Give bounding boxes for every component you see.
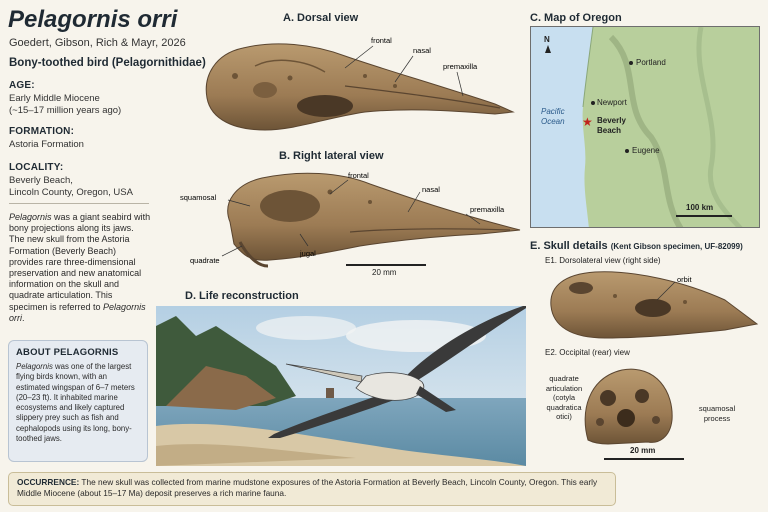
age-label: AGE:	[9, 80, 35, 91]
label-premaxilla: premaxilla	[443, 62, 478, 71]
occipital-skull-figure	[584, 368, 673, 445]
formation-value: Astoria Formation	[9, 139, 84, 150]
life-reconstruction-illustration	[156, 306, 526, 466]
north-arrow: N	[544, 35, 550, 44]
page-title: Pelagornis orri	[8, 6, 178, 33]
city-newport: Newport	[597, 98, 627, 107]
label-jugal: jugal	[299, 249, 316, 258]
locality-label: LOCALITY:	[9, 162, 64, 173]
subtitle: Bony-toothed bird (Pelagornithidae)	[9, 57, 206, 69]
occurrence-box: OCCURRENCE: The new skull was collected …	[8, 472, 616, 506]
city-portland: Portland	[636, 58, 666, 67]
label-squamosal: squamosal	[180, 193, 217, 202]
label-orbit: orbit	[677, 275, 693, 284]
city-dot-eugene	[625, 149, 629, 153]
dorsolateral-skull-figure: orbit	[550, 271, 759, 339]
site-label: Beverly Beach	[597, 116, 626, 135]
divider	[9, 203, 149, 204]
locality-value: Beverly Beach, Lincoln County, Oregon, U…	[9, 175, 133, 198]
label-quadrate-articulation: quadrate articulation (cotyla quadratica…	[545, 374, 583, 421]
map-scale-bar	[676, 215, 732, 217]
label-frontal-lateral: frontal	[348, 171, 369, 180]
panel-e-title: E. Skull details (Kent Gibson specimen, …	[530, 240, 743, 252]
dorsal-skull-figure: frontal nasal premaxilla	[205, 36, 515, 131]
lateral-skull-figure: squamosal frontal nasal premaxilla quadr…	[180, 171, 521, 268]
label-quadrate: quadrate	[190, 256, 220, 265]
panel-d-title: D. Life reconstruction	[185, 290, 299, 302]
scale-label-e: 20 mm	[630, 446, 656, 455]
age-value: Early Middle Miocene (~15–17 million yea…	[9, 93, 122, 116]
label-nasal-lateral: nasal	[422, 185, 440, 194]
oregon-map: N Pacific Ocean Portland Newport Eugene …	[530, 26, 760, 228]
label-nasal: nasal	[413, 46, 431, 55]
ocean-label: Pacific Ocean	[541, 107, 565, 126]
e1-caption: E1. Dorsolateral view (right side)	[545, 256, 661, 265]
scale-bar-e	[604, 458, 684, 460]
panel-b-title: B. Right lateral view	[279, 150, 384, 162]
city-dot-portland	[629, 61, 633, 65]
about-text: Pelagornis was one of the largest flying…	[16, 362, 135, 444]
map-scale-label: 100 km	[686, 203, 714, 212]
label-premaxilla-lateral: premaxilla	[470, 205, 505, 214]
map-land	[582, 27, 759, 227]
site-star-icon: ★	[582, 115, 593, 129]
city-eugene: Eugene	[632, 146, 660, 155]
label-frontal: frontal	[371, 36, 392, 45]
description: Pelagornis was a giant seabird with bony…	[9, 212, 151, 323]
panel-a-title: A. Dorsal view	[283, 12, 359, 24]
about-box: ABOUT PELAGORNIS Pelagornis was one of t…	[8, 340, 148, 462]
scale-bar-b	[346, 264, 426, 266]
city-dot-newport	[591, 101, 595, 105]
panel-c-title: C. Map of Oregon	[530, 12, 622, 24]
north-arrow-icon	[545, 45, 551, 53]
authors: Goedert, Gibson, Rich & Mayr, 2026	[9, 37, 186, 49]
label-squamosal-process: squamosal process	[698, 404, 736, 423]
e2-caption: E2. Occipital (rear) view	[545, 348, 630, 357]
formation-label: FORMATION:	[9, 126, 75, 137]
about-heading: ABOUT PELAGORNIS	[16, 347, 119, 358]
scale-label-b: 20 mm	[372, 268, 397, 277]
